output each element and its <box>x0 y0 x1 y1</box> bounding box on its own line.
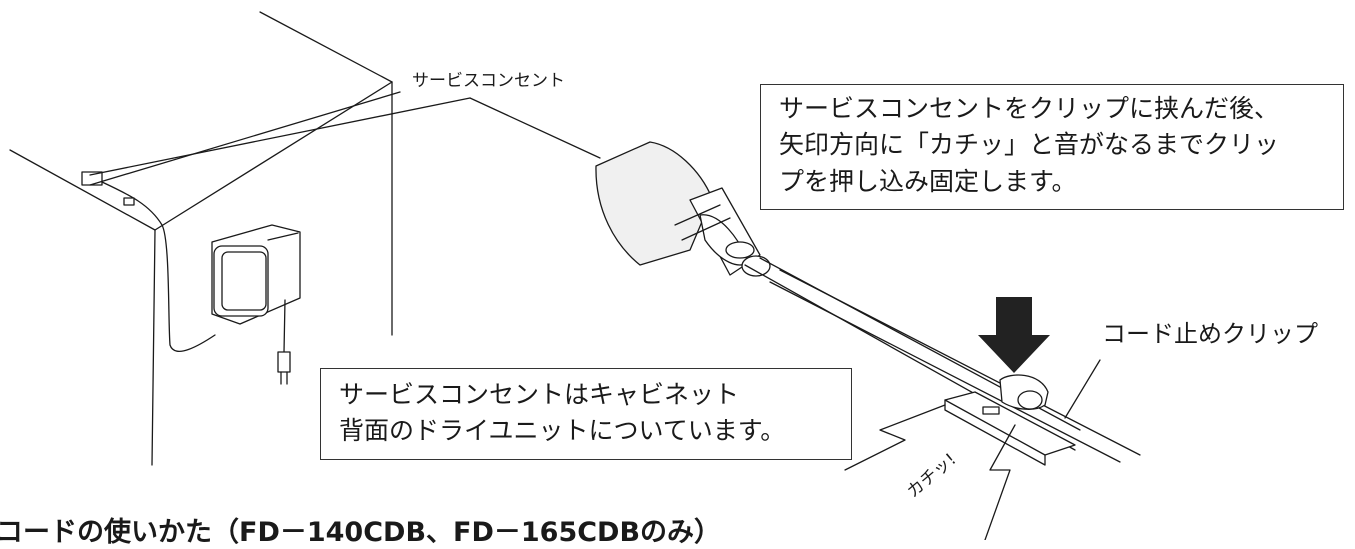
cord-clip-label: コード止めクリップ <box>1102 320 1318 348</box>
outlet-location-line-2: 背面のドライユニットについています。 <box>339 416 786 446</box>
service-outlet-plug <box>595 141 771 277</box>
outlet-location-callout: サービスコンセントはキャビネット 背面のドライユニットについています。 <box>320 368 852 460</box>
outlet-leader-lines <box>89 91 601 186</box>
clip-instruction-callout: サービスコンセントをクリップに挟んだ後、 矢印方向に「カチッ」と音がなるまでクリ… <box>760 84 1344 210</box>
push-direction-arrow <box>978 297 1050 373</box>
clip-instruction-line-2: 矢印方向に「カチッ」と音がなるまでクリッ <box>779 130 1280 160</box>
click-zigzag-left <box>844 404 946 471</box>
outlet-location-line-1: サービスコンセントはキャビネット <box>339 380 740 409</box>
service-outlet-label: サービスコンセント <box>412 71 565 91</box>
clip-instruction-line-3: プを押し込み固定します。 <box>779 166 1077 196</box>
click-zigzag-right <box>984 424 1016 540</box>
clip-instruction-line-1: サービスコンセントをクリップに挟んだ後、 <box>779 94 1280 123</box>
dry-unit-illustration <box>211 224 301 385</box>
cord-clip-illustration <box>944 374 1076 466</box>
clip-leader-line <box>1064 359 1101 419</box>
section-title: コードの使いかた（FD－140CDB、FD－165CDBのみ） <box>0 517 722 548</box>
cabinet-cord <box>81 171 216 352</box>
